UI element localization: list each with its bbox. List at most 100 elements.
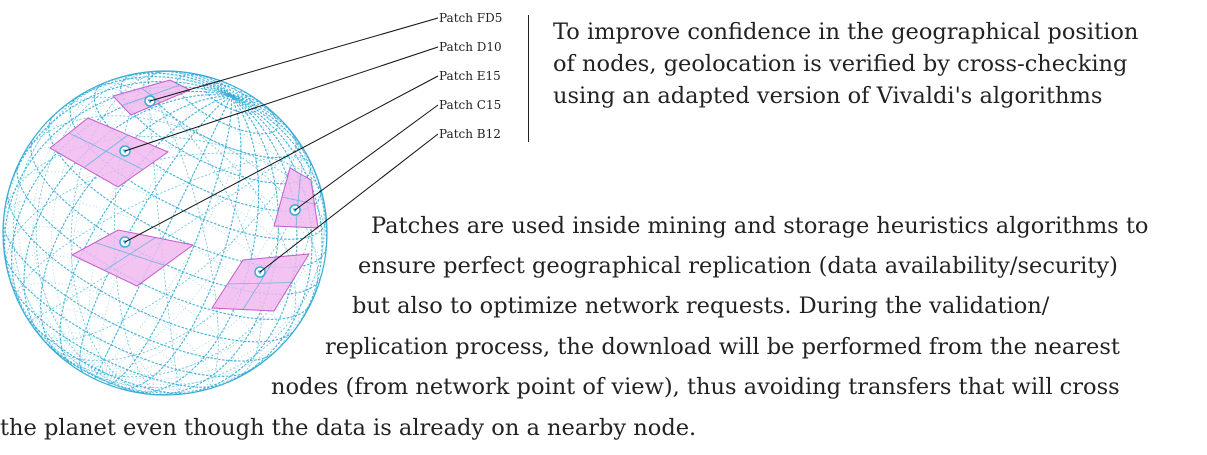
- mesh-parallel: [103, 358, 227, 388]
- mesh-meridian: [8, 276, 99, 371]
- mesh-parallel: [33, 308, 183, 396]
- mesh-parallel: [7, 171, 300, 329]
- mesh-meridian: [98, 252, 327, 386]
- patch-label-e15: Patch E15: [439, 69, 501, 83]
- patch-region: [70, 229, 195, 287]
- mesh-diagonal: [37, 70, 181, 212]
- mesh-meridian: [224, 82, 232, 97]
- mesh-parallel: [48, 115, 166, 234]
- mesh-diagonal: [166, 294, 181, 395]
- mesh-meridian: [187, 95, 298, 394]
- patch-grid: [227, 256, 292, 310]
- mesh-meridian: [98, 369, 138, 393]
- mesh-meridian: [98, 81, 225, 371]
- sphere-mesh: [2, 70, 328, 396]
- body-line: ensure perfect geographical replication …: [358, 253, 1118, 279]
- body-line: but also to optimize network requests. D…: [352, 293, 1050, 319]
- mesh-parallel: [110, 344, 253, 377]
- mesh-parallel: [53, 104, 327, 244]
- mesh-meridian: [32, 71, 152, 371]
- body-line: Patches are used inside mining and stora…: [371, 213, 1149, 239]
- patch-label-c15: Patch C15: [439, 98, 502, 112]
- mesh-parallel: [2, 222, 120, 328]
- mesh-diagonal: [126, 74, 218, 312]
- mesh-meridian: [198, 73, 232, 97]
- mesh-meridian: [94, 95, 232, 379]
- mesh-meridian: [227, 95, 313, 383]
- mesh-diagonal: [35, 211, 150, 395]
- patch-grid: [68, 132, 144, 170]
- mesh-parallel: [140, 282, 313, 320]
- mesh-meridian: [82, 369, 100, 375]
- mesh-meridian: [98, 369, 228, 394]
- mesh-meridian: [59, 95, 232, 366]
- mesh-meridian: [230, 95, 323, 340]
- leader-line: [294, 104, 439, 211]
- mesh-diagonal: [41, 127, 315, 378]
- mesh-meridian: [98, 338, 288, 390]
- mesh-meridian: [107, 95, 233, 385]
- leader-line: [124, 75, 439, 243]
- patch-label-b12: Patch B12: [439, 127, 501, 141]
- patch-regions: [49, 79, 319, 312]
- mesh-meridian: [231, 95, 301, 144]
- mesh-meridian: [88, 76, 215, 371]
- mesh-meridian: [56, 353, 99, 371]
- body-line: nodes (from network point of view), thus…: [271, 374, 1120, 400]
- patch-grid: [121, 84, 181, 106]
- leader-line: [259, 133, 439, 273]
- patch-grid: [94, 237, 166, 271]
- mesh-parallel: [176, 207, 327, 240]
- mesh-meridian: [98, 179, 326, 380]
- mesh-meridian: [230, 86, 236, 97]
- mesh-meridian: [230, 95, 328, 253]
- mesh-parallel: [188, 182, 322, 212]
- mesh-meridian: [42, 338, 99, 371]
- mesh-meridian: [180, 71, 232, 97]
- mesh-diagonal: [278, 316, 295, 349]
- leader-line: [149, 17, 439, 102]
- patch-label-d10: Patch D10: [439, 40, 502, 54]
- mesh-parallel: [119, 326, 277, 362]
- mesh-meridian: [98, 92, 251, 371]
- mesh-meridian: [98, 369, 108, 385]
- patch-region: [273, 167, 319, 229]
- mesh-meridian: [2, 203, 99, 371]
- mesh-parallel: [3, 252, 112, 346]
- mesh-parallel: [7, 192, 130, 307]
- mesh-meridian: [111, 72, 232, 97]
- mesh-meridian: [230, 91, 246, 97]
- mesh-parallel: [51, 331, 154, 392]
- mesh-diagonal: [19, 71, 152, 185]
- patch-label-fd5: Patch FD5: [439, 11, 503, 25]
- intro-line: of nodes, geolocation is verified by cro…: [553, 51, 1128, 77]
- body-line: replication process, the download will b…: [325, 334, 1120, 360]
- intro-line: using an adapted version of Vivaldi's al…: [553, 83, 1103, 109]
- mesh-parallel: [120, 73, 201, 161]
- mesh-meridian: [98, 143, 319, 376]
- mesh-parallel: [98, 369, 196, 395]
- mesh-diagonal: [16, 156, 312, 303]
- mesh-diagonal: [70, 70, 176, 242]
- mesh-diagonal: [3, 162, 312, 394]
- intro-line: To improve confidence in the geographica…: [553, 19, 1139, 45]
- mesh-parallel: [203, 82, 257, 114]
- patch-grid: [281, 173, 315, 228]
- mesh-meridian: [17, 79, 112, 371]
- mesh-diagonal: [114, 70, 165, 271]
- mesh-meridian: [5, 80, 232, 204]
- leader-line: [124, 46, 439, 152]
- mesh-meridian: [49, 76, 232, 120]
- mesh-parallel: [209, 123, 297, 159]
- mesh-meridian: [24, 314, 99, 371]
- divider-line: [528, 15, 529, 142]
- mesh-parallel: [3, 226, 261, 370]
- mesh-diagonal: [115, 269, 166, 396]
- mesh-meridian: [119, 95, 242, 390]
- mesh-parallel: [22, 311, 100, 371]
- mesh-diagonal: [203, 311, 219, 391]
- mesh-diagonal: [15, 115, 319, 304]
- intro-paragraph: To improve confidence in the geographica…: [553, 16, 1193, 112]
- body-line: the planet even though the data is alrea…: [0, 415, 697, 441]
